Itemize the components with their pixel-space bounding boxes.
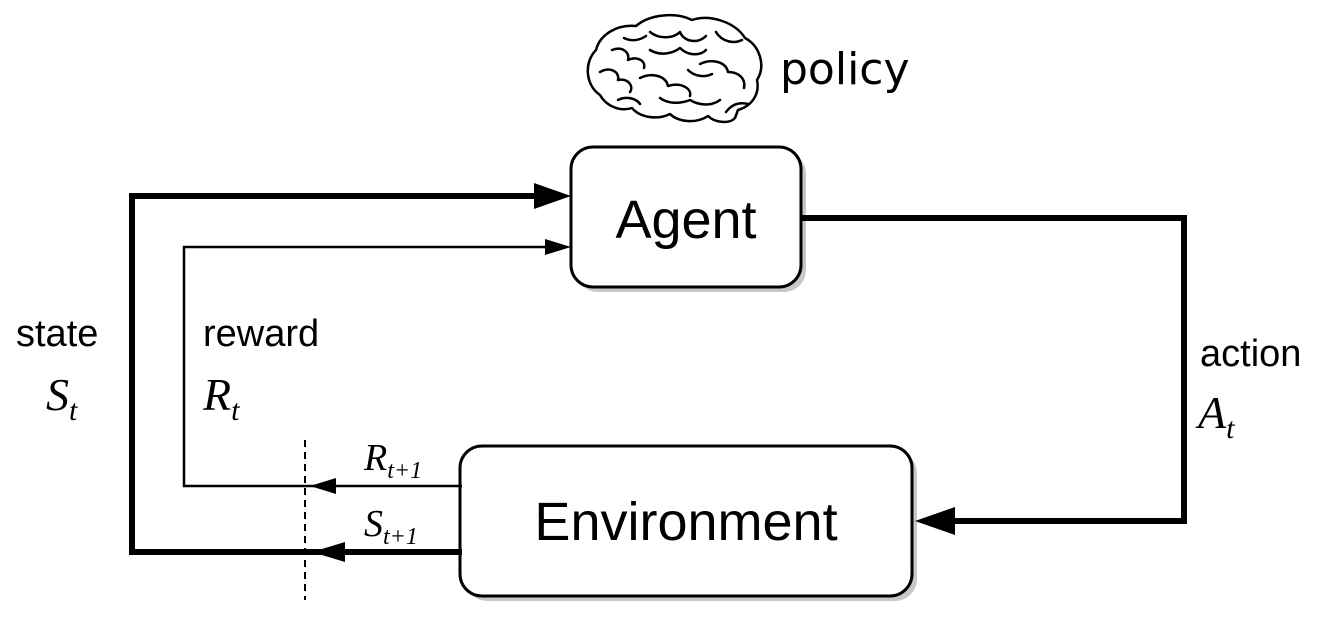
next-state-symbol: S [364, 503, 383, 545]
reward-symbol-subscript: t [231, 394, 240, 427]
next-reward-symbol: R [363, 437, 387, 479]
next-reward-subscript: t+1 [387, 458, 422, 484]
state-symbol-main: S [46, 369, 69, 420]
next-reward-arrow-head [310, 478, 336, 494]
brain-icon [586, 13, 763, 124]
reward-symbol: Rt [202, 369, 240, 427]
action-arrow-line [801, 215, 1187, 524]
reward-symbol-main: R [202, 369, 231, 420]
agent-label: Agent [615, 190, 756, 250]
action-arrow-head [915, 507, 955, 535]
state-arrow-line [129, 193, 534, 555]
next-state-label: St+1 [364, 503, 418, 550]
action-symbol-subscript: t [1226, 412, 1235, 445]
state-symbol: St [46, 369, 78, 427]
action-label: action [1200, 333, 1301, 375]
action-symbol-main: A [1195, 387, 1227, 438]
reward-label: reward [203, 313, 319, 355]
state-symbol-subscript: t [69, 394, 78, 427]
state-arrow-head [534, 183, 571, 209]
state-label: state [16, 313, 98, 355]
next-state-subscript: t+1 [383, 524, 418, 550]
environment-label: Environment [534, 492, 837, 552]
action-symbol: At [1195, 387, 1235, 445]
next-reward-label: Rt+1 [363, 437, 422, 484]
reward-arrow-head [545, 239, 571, 255]
policy-label: policy [780, 44, 910, 95]
environment-box [458, 444, 914, 598]
next-state-arrow-head [312, 542, 345, 562]
